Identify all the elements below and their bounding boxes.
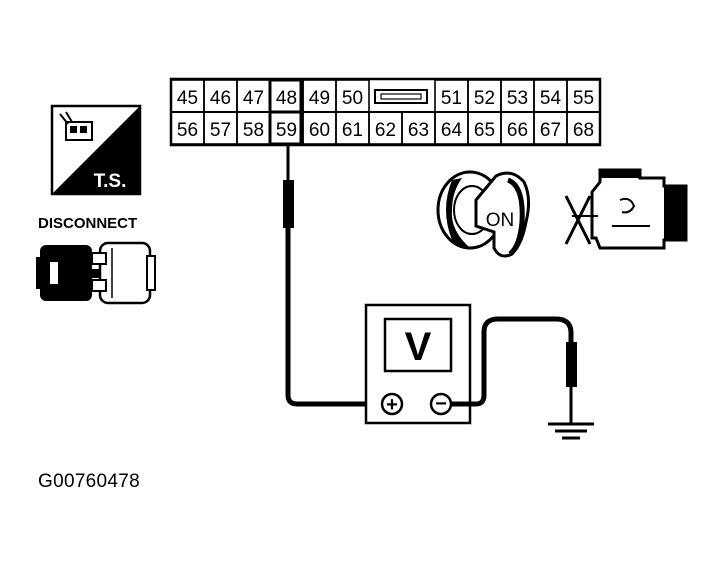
pin-label-64: 64 (441, 120, 463, 141)
pin-label-56: 56 (177, 120, 198, 141)
pin-label-49: 49 (309, 88, 330, 109)
pin-label-67: 67 (540, 120, 561, 141)
pin-label-59: 59 (276, 120, 297, 141)
pin-label-54: 54 (540, 88, 562, 109)
pin-label-60: 60 (309, 120, 330, 141)
pin-label-50: 50 (342, 88, 363, 109)
pin-label-63: 63 (408, 120, 429, 141)
pin-label-55: 55 (573, 88, 594, 109)
disconnect-connector-icon (36, 241, 156, 305)
probe-handle (283, 180, 294, 228)
ts-badge-dark-half (52, 106, 140, 194)
figure-code: G00760478 (38, 471, 141, 492)
ground-lead (451, 316, 594, 440)
pin-label-61: 61 (342, 120, 363, 141)
connector-key-slot-inner (380, 93, 422, 100)
disconnect-block: DISCONNECT (36, 215, 156, 305)
ground-probe-handle (566, 342, 577, 387)
pin-label-48: 48 (276, 88, 297, 109)
pin-label-66: 66 (507, 120, 528, 141)
engine-stopped-icon (564, 168, 688, 250)
pin-label-51: 51 (441, 88, 462, 109)
pin-cell-68 (566, 111, 601, 145)
connector-glyph-icon (59, 111, 93, 141)
positive-terminal (380, 392, 404, 416)
trouble-shooting-badge: T.S. (50, 104, 142, 196)
negative-wire (451, 316, 574, 407)
connector-bottom-row: 56 57 58 59 60 61 62 63 64 65 66 67 68 (170, 111, 601, 145)
voltmeter-unit-label: V (405, 325, 432, 369)
pin-label-65: 65 (474, 120, 495, 141)
positive-wire (285, 228, 384, 407)
pin-label-53: 53 (507, 88, 528, 109)
pin-label-68: 68 (573, 120, 594, 141)
ts-badge-label: T.S. (94, 171, 127, 192)
pin-label-47: 47 (243, 88, 264, 109)
pin-label-45: 45 (177, 88, 198, 109)
negative-symbol: − (435, 393, 447, 415)
connector-key-slot (374, 89, 428, 104)
positive-symbol: + (386, 394, 398, 416)
pin-label-62: 62 (375, 120, 396, 141)
ignition-on-label: ON (486, 210, 515, 231)
voltmeter-display (383, 317, 453, 373)
pin-59-highlight (268, 110, 303, 146)
pin-label-57: 57 (210, 120, 231, 141)
positive-lead (283, 144, 384, 407)
pin-label-52: 52 (474, 88, 495, 109)
ignition-key-on-icon: ON (436, 170, 531, 258)
connector: 45 46 47 48 49 50 51 52 53 54 55 56 57 58 59 60 61 62 63 6… (169, 77, 602, 147)
disconnect-label: DISCONNECT (38, 215, 137, 232)
engine-x-mark-2 (564, 195, 592, 245)
pin-label-58: 58 (243, 120, 264, 141)
pin-label-46: 46 (210, 88, 231, 109)
